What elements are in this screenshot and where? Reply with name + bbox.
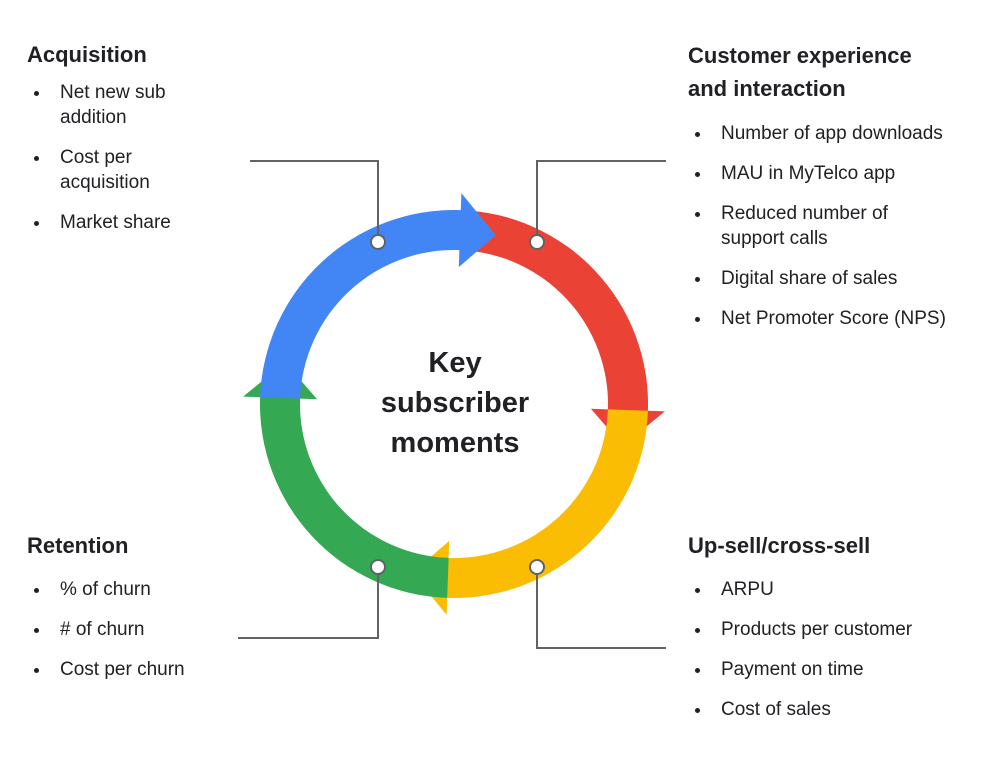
marker-acquisition (370, 234, 386, 250)
center-label: Key subscriber moments (355, 343, 555, 463)
connector-lines (238, 160, 666, 649)
list-item: Cost per churn (27, 657, 247, 682)
bullet-icon (34, 588, 39, 593)
retention-list: % of churn # of churn Cost per churn (27, 577, 247, 682)
list-item: Number of app downloads (688, 121, 988, 146)
connector-retention (238, 567, 379, 639)
upsell-title: Up-sell/cross-sell (688, 533, 871, 558)
bullet-icon (695, 708, 700, 713)
red-arrow-segment (459, 210, 665, 446)
upsell-list: ARPU Products per customer Payment on ti… (688, 577, 988, 722)
stage-markers (370, 234, 545, 575)
list-item: Digital share of sales (688, 266, 988, 291)
bullet-icon (695, 628, 700, 633)
yellow-arrow-segment (412, 409, 648, 615)
list-item: % of churn (27, 577, 247, 602)
bullet-icon (695, 668, 700, 673)
green-arrow-segment (243, 362, 449, 598)
bullet-icon (34, 156, 39, 161)
bullet-icon (695, 172, 700, 177)
retention-section: Retention % of churn # of churn Cost per… (27, 529, 247, 697)
list-item: # of churn (27, 617, 247, 642)
list-item: Market share (27, 210, 227, 235)
list-item: MAU in MyTelco app (688, 161, 988, 186)
list-item: Products per customer (688, 617, 988, 642)
blue-arrow-segment (260, 193, 496, 399)
connector-acquisition (250, 160, 379, 242)
upsell-section: Up-sell/cross-sell ARPU Products per cus… (688, 529, 988, 737)
list-item: Cost of sales (688, 697, 988, 722)
bullet-icon (695, 212, 700, 217)
bullet-icon (695, 132, 700, 137)
marker-upsell (529, 559, 545, 575)
bullet-icon (695, 317, 700, 322)
bullet-icon (695, 588, 700, 593)
bullet-icon (34, 91, 39, 96)
bullet-icon (695, 277, 700, 282)
cycle-ring (243, 193, 665, 615)
marker-retention (370, 559, 386, 575)
center-label-line-3: moments (390, 427, 520, 459)
retention-title: Retention (27, 533, 129, 558)
bullet-icon (34, 668, 39, 673)
center-label-line-1: Key (428, 347, 482, 379)
list-item: ARPU (688, 577, 988, 602)
center-label-line-2: subscriber (380, 387, 530, 419)
bullet-icon (34, 628, 39, 633)
list-item: Payment on time (688, 657, 988, 682)
bullet-icon (34, 221, 39, 226)
connector-customer-experience (536, 160, 666, 242)
marker-customer-experience (529, 234, 545, 250)
customer-experience-list: Number of app downloads MAU in MyTelco a… (688, 121, 988, 331)
acquisition-title: Acquisition (27, 42, 147, 67)
connector-upsell (536, 567, 666, 649)
list-item: Net Promoter Score (NPS) (688, 306, 988, 331)
